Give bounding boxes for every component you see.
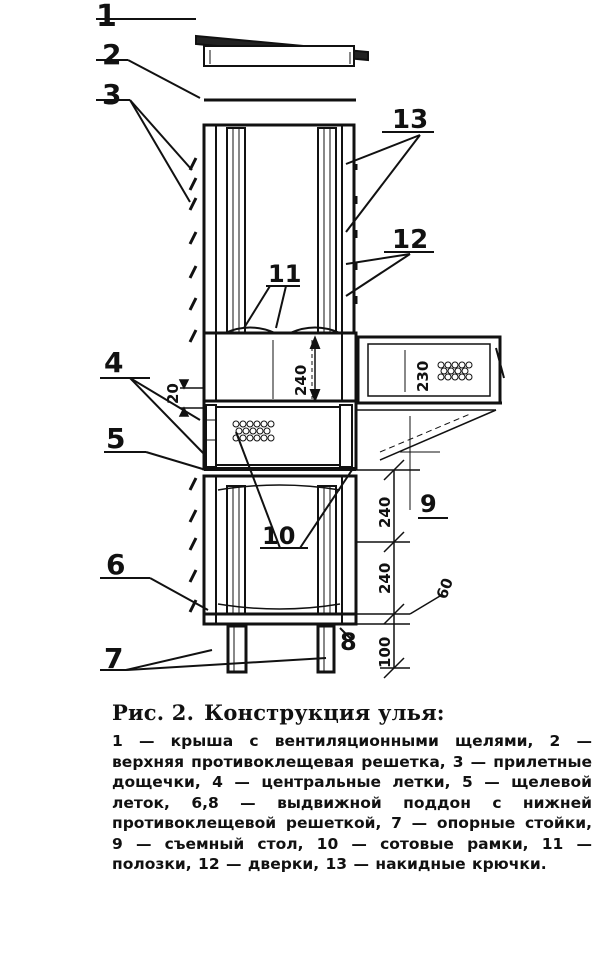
dimension-100: 100 bbox=[376, 637, 394, 668]
label-13: 13 bbox=[392, 105, 428, 135]
label-11: 11 bbox=[268, 260, 301, 288]
caption-title: Конструкция улья: bbox=[204, 700, 445, 725]
dimension-240-center: 240 bbox=[292, 365, 310, 396]
upper-hive-body bbox=[202, 123, 356, 335]
caption-text: 1 — крыша с вентиляционными щелями, 2 — … bbox=[112, 732, 592, 873]
figure-caption: Рис. 2. Конструкция улья: 1 — крыша с вен… bbox=[112, 700, 592, 875]
label-7: 7 bbox=[104, 642, 123, 675]
roof bbox=[195, 34, 369, 67]
flight-boards-upper bbox=[188, 157, 198, 343]
figure-number: Рис. 2. bbox=[112, 700, 195, 725]
label-4: 4 bbox=[104, 346, 123, 379]
label-1: 1 bbox=[96, 0, 117, 34]
label-12: 12 bbox=[392, 225, 428, 255]
label-10: 10 bbox=[262, 522, 295, 550]
label-3: 3 bbox=[102, 78, 121, 111]
dimension-60: 60 bbox=[433, 576, 457, 602]
central-compartment bbox=[202, 331, 358, 403]
dimension-230: 230 bbox=[414, 361, 432, 392]
label-8: 8 bbox=[340, 628, 357, 656]
dimension-240-lower: 240 bbox=[376, 563, 394, 594]
dimension-20 bbox=[178, 379, 204, 417]
label-6: 6 bbox=[106, 548, 125, 581]
leader-lines bbox=[96, 18, 448, 671]
label-5: 5 bbox=[106, 422, 125, 455]
tray-and-stands bbox=[210, 622, 350, 674]
figure-labels: 1 2 3 13 12 11 4 5 9 10 6 8 7 bbox=[96, 0, 437, 675]
dimension-240-upper: 240 bbox=[376, 497, 394, 528]
label-9: 9 bbox=[420, 490, 437, 518]
flight-boards-lower bbox=[188, 477, 198, 613]
dimension-lines-right bbox=[356, 459, 441, 679]
caption-title-line: Рис. 2. Конструкция улья: bbox=[112, 700, 592, 725]
removable-table bbox=[356, 401, 502, 510]
dimension-20-left: 20 bbox=[164, 383, 182, 404]
label-2: 2 bbox=[102, 38, 121, 71]
slot-entrance-box bbox=[202, 399, 358, 477]
hive-construction-drawing: 1 2 3 13 12 11 4 5 9 10 6 8 7 240 20 230… bbox=[96, 0, 505, 679]
